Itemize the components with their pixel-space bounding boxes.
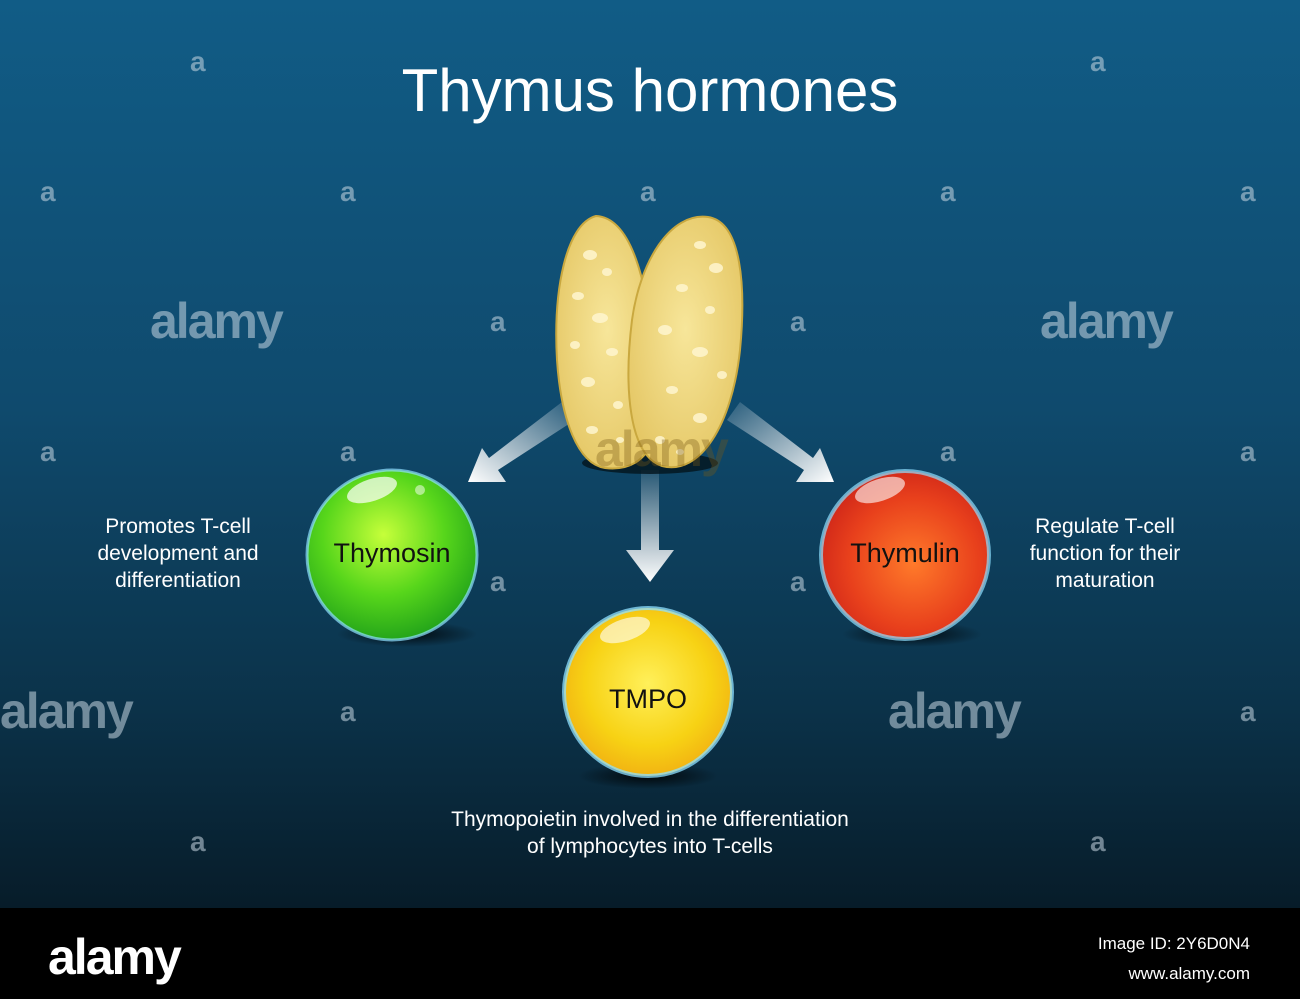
watermark-logo: alamy (1040, 293, 1174, 349)
thymosin-description: Promotes T-cell development and differen… (97, 515, 259, 592)
watermark-mark: a (1090, 826, 1106, 857)
watermark-mark: a (490, 306, 506, 337)
diagram-title: Thymus hormones (401, 57, 899, 124)
diagram-canvas: Thymus hormones (0, 0, 1300, 908)
watermark-logo: alamy (595, 421, 729, 477)
thymosin-sphere (305, 468, 479, 642)
thymulin-sphere (819, 469, 991, 641)
watermark-logo: alamy (0, 683, 134, 739)
diagram-art (305, 214, 991, 789)
watermark-mark: a (340, 696, 356, 727)
watermark-mark: a (940, 176, 956, 207)
watermark-mark: a (490, 566, 506, 597)
arrow-to-tmpo (626, 470, 674, 582)
watermark-mark: a (1240, 696, 1256, 727)
arrow-to-thymosin (468, 402, 575, 482)
thymosin-label: Thymosin (333, 538, 451, 568)
watermark-mark: a (40, 176, 56, 207)
footer-site-url: www.alamy.com (1128, 964, 1250, 983)
watermark-mark: a (1240, 436, 1256, 467)
tmpo-description: Thymopoietin involved in the differentia… (451, 808, 849, 858)
tmpo-sphere (562, 606, 734, 778)
footer-logo: alamy (48, 929, 182, 985)
tmpo-label: TMPO (609, 684, 687, 714)
watermark-mark: a (1090, 46, 1106, 77)
thymus-gland-illustration (555, 214, 744, 474)
footer-image-id: Image ID: 2Y6D0N4 (1097, 934, 1250, 953)
watermark-mark: a (40, 436, 56, 467)
watermark-logo: alamy (150, 293, 284, 349)
watermark-mark: a (340, 436, 356, 467)
watermark-mark: a (790, 306, 806, 337)
watermark-mark: a (190, 46, 206, 77)
thymulin-label: Thymulin (850, 538, 960, 568)
watermark-mark: a (790, 566, 806, 597)
watermark-mark: a (190, 826, 206, 857)
arrow-to-thymulin (727, 402, 834, 482)
thymulin-description: Regulate T-cell function for their matur… (1029, 515, 1181, 592)
watermark-logo: alamy (888, 683, 1022, 739)
watermark-mark: a (940, 436, 956, 467)
watermark-mark: a (340, 176, 356, 207)
watermark-mark: a (640, 176, 656, 207)
stock-footer: alamy Image ID: 2Y6D0N4 www.alamy.com (0, 908, 1300, 999)
watermark-mark: a (1240, 176, 1256, 207)
